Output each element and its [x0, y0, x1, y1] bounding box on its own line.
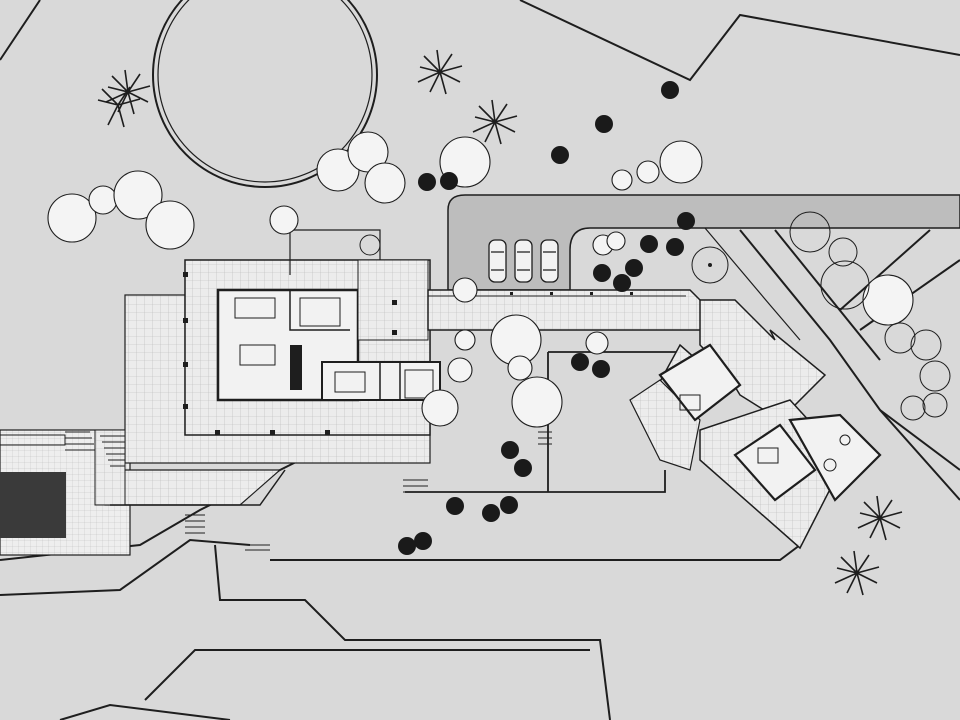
tree-outlines — [789, 211, 951, 421]
driveway — [447, 194, 960, 341]
circular-lawn — [152, 0, 378, 188]
deciduous-trees — [47, 131, 914, 428]
shrubs — [398, 81, 695, 555]
palm-trees — [97, 49, 903, 596]
parked-cars — [488, 239, 559, 283]
main-pavilion — [183, 229, 441, 436]
swimming-pool — [0, 472, 66, 538]
bedroom-wing — [629, 299, 882, 550]
